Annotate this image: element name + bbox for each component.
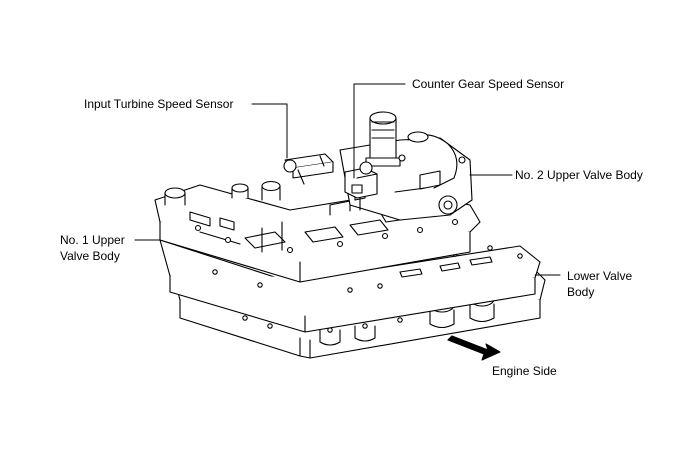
no2-upper-valve-body-label: No. 2 Upper Valve Body — [515, 168, 643, 182]
lower-valve-body-label: Lower Valve Body — [567, 268, 632, 300]
no1-upper-valve-body-label: No. 1 Upper Valve Body — [60, 232, 125, 264]
lower-valve-body-label-line2: Body — [567, 285, 595, 299]
separator-plate-shape — [159, 239, 541, 333]
counter-gear-speed-sensor-shape — [344, 161, 378, 211]
input-turbine-speed-sensor-shape — [283, 153, 334, 185]
lower-valve-body-label-line1: Lower Valve — [567, 269, 633, 283]
no2-upper-valve-body-shape — [339, 111, 473, 221]
input-turbine-speed-sensor-label: Input Turbine Speed Sensor — [84, 97, 234, 111]
engine-side-arrow — [447, 335, 501, 361]
no1-upper-valve-body-label-line2: Valve Body — [60, 249, 120, 263]
no1-upper-valve-body-shape — [154, 180, 481, 283]
engine-side-label: Engine Side — [492, 364, 557, 378]
no1-upper-valve-body-label-line1: No. 1 Upper — [60, 233, 125, 247]
leader-lines — [134, 83, 561, 276]
counter-gear-speed-sensor-label: Counter Gear Speed Sensor — [412, 77, 565, 91]
